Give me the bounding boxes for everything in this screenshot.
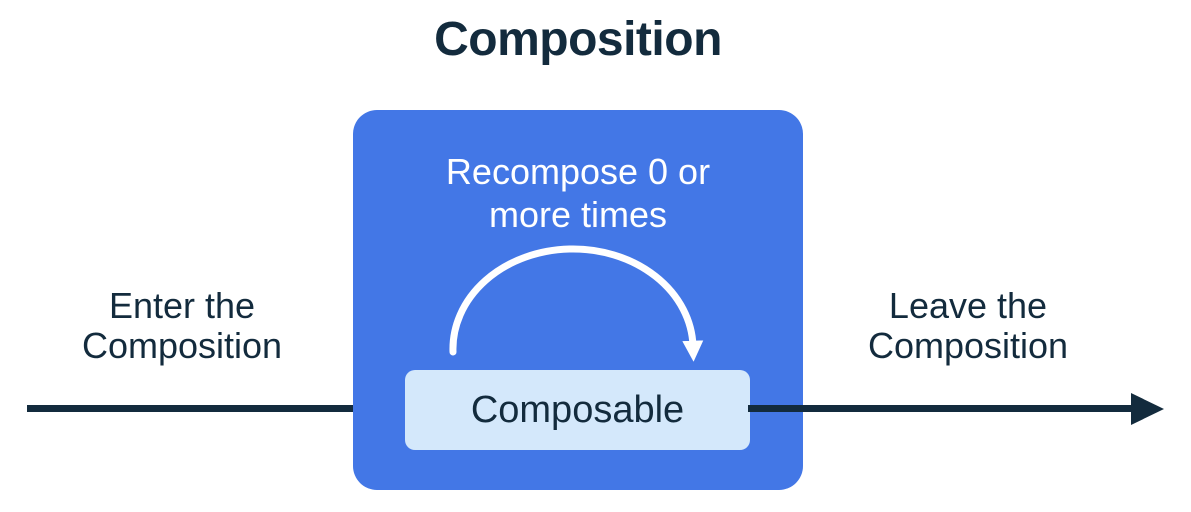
diagram-title: Composition [434, 13, 722, 66]
leave-arrow-icon [748, 392, 1164, 426]
leave-arrow-head [1131, 393, 1164, 425]
composable-box: Composable [405, 370, 750, 450]
recompose-label-line2: more times [488, 194, 668, 235]
composition-box: Recompose 0 or more times Composable [353, 110, 803, 490]
enter-label-line2: Composition [81, 325, 283, 366]
leave-label-line1: Leave the [888, 285, 1048, 326]
leave-label-line2: Composition [867, 325, 1069, 366]
enter-arrow-shaft [27, 405, 373, 412]
enter-label-line1: Enter the [108, 285, 256, 326]
enter-arrow-icon [27, 392, 404, 426]
leave-arrow-shaft [748, 405, 1131, 412]
recompose-arc-arrow-icon [449, 245, 704, 362]
recompose-label: Recompose 0 or more times [353, 150, 803, 236]
recompose-label-line1: Recompose 0 or [445, 151, 711, 192]
composable-label: Composable [470, 388, 685, 431]
enter-composition-label: Enter the Composition [32, 286, 332, 366]
leave-composition-label: Leave the Composition [818, 286, 1118, 366]
